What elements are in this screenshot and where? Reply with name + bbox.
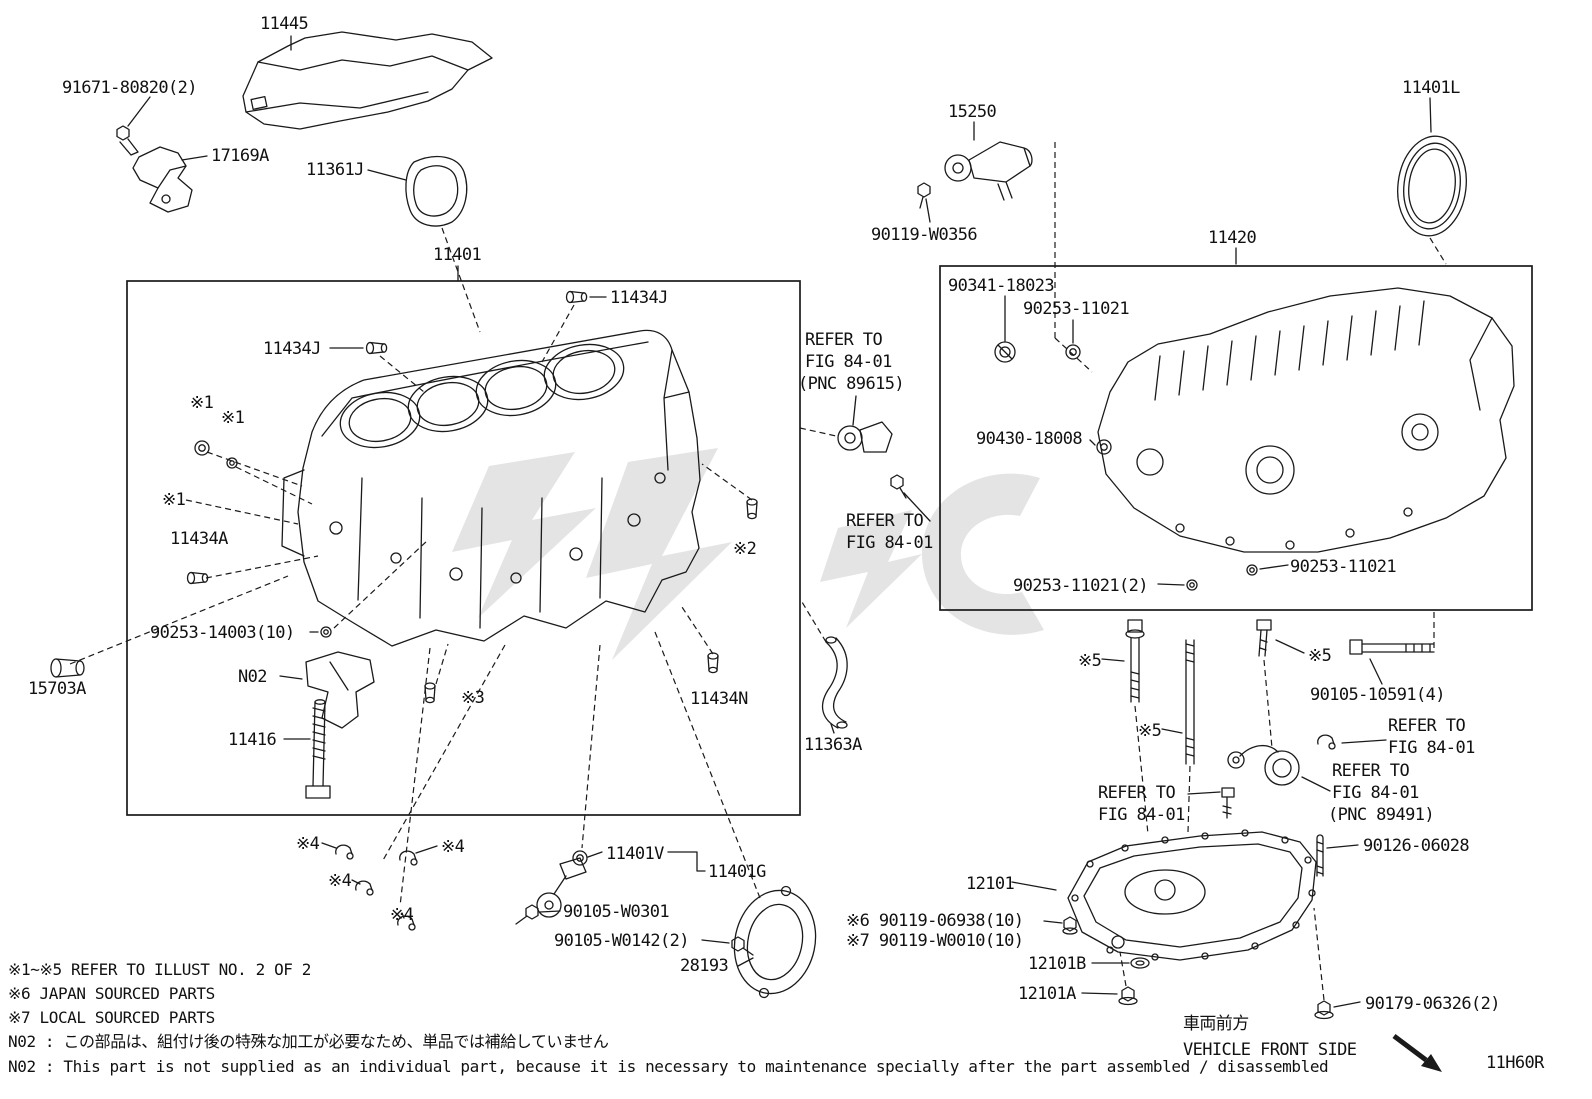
part-label-90253-11021-2-41: 90253-11021(2) <box>1013 576 1148 596</box>
part-label-11401g-24: 11401G <box>708 862 766 882</box>
part-label-91671-80820-2-1: 91671-80820(2) <box>62 78 197 98</box>
part-label-11401l-30: 11401L <box>1402 78 1460 98</box>
part-label-3-15: ※3 <box>461 688 485 708</box>
part-label-15703a-12: 15703A <box>28 679 86 699</box>
part-label-90105-w0142-2-26: 90105-W0142(2) <box>554 931 689 951</box>
part-label-fig-84-01-52: FIG 84-01 <box>1098 805 1185 825</box>
part-label-90341-18023-32: 90341-18023 <box>948 276 1055 296</box>
cam-sensor-15250-drawing <box>917 141 1033 209</box>
note-n02-japanese: N02 : この部品は、組付け後の特殊な加工が必要なため、単品では補給していませ… <box>8 1032 609 1051</box>
stud-bolt-11416-drawing <box>305 699 331 799</box>
part-label-11434j-5: 11434J <box>610 288 668 308</box>
heat-insulator-11445-drawing <box>242 31 493 130</box>
part-label-refer-to-48: REFER TO <box>1332 761 1410 781</box>
part-label-90253-14003-10-11: 90253-14003(10) <box>150 623 295 643</box>
oil-pan-12101-drawing <box>1067 829 1317 961</box>
part-label-5-42: ※5 <box>1078 651 1102 671</box>
crankcase-bolts-drawing <box>1125 619 1435 877</box>
vehicle-front-label-en: VEHICLE FRONT SIDE <box>1183 1040 1357 1060</box>
part-label-90105-w0301-25: 90105-W0301 <box>563 902 670 922</box>
part-label-11434a-10: 11434A <box>170 529 228 549</box>
part-label-11363a-18: 11363A <box>804 735 862 755</box>
part-label-5-43: ※5 <box>1308 646 1332 666</box>
part-label-1-7: ※1 <box>190 393 214 413</box>
oil-level-sensor-drawing <box>515 850 754 956</box>
part-label-1-9: ※1 <box>162 490 186 510</box>
part-label-n02-13: N02 <box>238 667 268 687</box>
note-n02-english: N02 : This part is not supplied as an in… <box>8 1057 1329 1076</box>
part-label-90105-10591-4-44: 90105-10591(4) <box>1310 685 1445 705</box>
crankcase-11420-drawing <box>1097 287 1515 553</box>
part-label-90179-06326-2-59: 90179-06326(2) <box>1365 994 1500 1014</box>
part-label-11401-4: 11401 <box>433 245 482 265</box>
part-label-11420-31: 11420 <box>1208 228 1257 248</box>
dashed-lines <box>69 142 1447 1001</box>
part-label-11434n-17: 11434N <box>690 689 748 709</box>
part-label-11401v-23: 11401V <box>606 844 664 864</box>
part-label-refer-to-38: REFER TO <box>846 511 924 531</box>
part-label-1-8: ※1 <box>221 408 245 428</box>
part-label-11445-0: 11445 <box>260 14 309 34</box>
part-label-12101b-57: 12101B <box>1028 954 1086 974</box>
part-label-2-16: ※2 <box>733 539 757 559</box>
note-local-sourced: ※7 LOCAL SOURCED PARTS <box>8 1008 215 1027</box>
rear-oil-seal-11401L-drawing <box>1397 135 1467 237</box>
part-label-refer-to-51: REFER TO <box>1098 783 1176 803</box>
part-label-pnc-89615-36: (PNC 89615) <box>798 374 905 394</box>
part-label-4-19: ※4 <box>296 834 320 854</box>
leader-lines <box>127 35 1432 1008</box>
drawing-code: 11H60R <box>1486 1053 1544 1073</box>
block-fastener-icons <box>50 290 758 931</box>
part-label-7-90119-w0010-10-56: ※7 90119-W0010(10) <box>846 931 1024 951</box>
cylinder-block-11401-drawing <box>281 329 701 647</box>
part-label-90430-18008-37: 90430-18008 <box>976 429 1083 449</box>
sensor-pnc89615-drawing <box>837 421 907 499</box>
part-label-90253-11021-33: 90253-11021 <box>1023 299 1130 319</box>
part-label-pnc-89491-50: (PNC 89491) <box>1328 805 1435 825</box>
pan-fasteners-drawing <box>1062 916 1334 1020</box>
gasket-28193-drawing <box>733 885 817 999</box>
part-label-90126-06028-53: 90126-06028 <box>1363 836 1470 856</box>
vehicle-front-arrow <box>1392 1034 1442 1072</box>
cylinder-block-frame-box <box>126 280 801 816</box>
bracket-N02-drawing <box>305 651 375 729</box>
watermark-logo <box>452 448 1044 660</box>
note-japan-sourced: ※6 JAPAN SOURCED PARTS <box>8 984 215 1003</box>
oil-pipe-11363A-drawing <box>821 636 848 729</box>
part-label-90253-11021-40: 90253-11021 <box>1290 557 1397 577</box>
part-label-4-21: ※4 <box>328 871 352 891</box>
gasket-11361J-drawing <box>405 155 468 227</box>
part-label-28193-27: 28193 <box>680 956 729 976</box>
note-refer-illust: ※1~※5 REFER TO ILLUST NO. 2 OF 2 <box>8 960 311 979</box>
part-label-6-90119-06938-10-55: ※6 90119-06938(10) <box>846 911 1024 931</box>
part-label-12101-54: 12101 <box>966 874 1015 894</box>
part-label-15250-28: 15250 <box>948 102 997 122</box>
part-label-refer-to-34: REFER TO <box>805 330 883 350</box>
bolt-91671-icon <box>116 125 139 156</box>
oil-strainer-drawing <box>1221 734 1336 819</box>
part-label-4-20: ※4 <box>441 837 465 857</box>
crankcase-small-parts <box>994 341 1258 591</box>
part-label-90119-w0356-29: 90119-W0356 <box>871 225 978 245</box>
part-label-11434j-6: 11434J <box>263 339 321 359</box>
part-label-fig-84-01-39: FIG 84-01 <box>846 533 933 553</box>
part-label-11416-14: 11416 <box>228 730 277 750</box>
part-label-5-45: ※5 <box>1138 721 1162 741</box>
part-label-4-22: ※4 <box>390 905 414 925</box>
vehicle-front-label-jp: 車両前方 <box>1183 1014 1249 1034</box>
part-label-fig-84-01-49: FIG 84-01 <box>1332 783 1419 803</box>
part-label-11361j-3: 11361J <box>306 160 364 180</box>
bracket-17169A-drawing <box>132 146 193 213</box>
part-label-17169a-2: 17169A <box>211 146 269 166</box>
part-label-fig-84-01-47: FIG 84-01 <box>1388 738 1475 758</box>
part-label-12101a-58: 12101A <box>1018 984 1076 1004</box>
part-label-refer-to-46: REFER TO <box>1388 716 1466 736</box>
crankcase-frame-box <box>939 265 1533 611</box>
part-label-fig-84-01-35: FIG 84-01 <box>805 352 892 372</box>
